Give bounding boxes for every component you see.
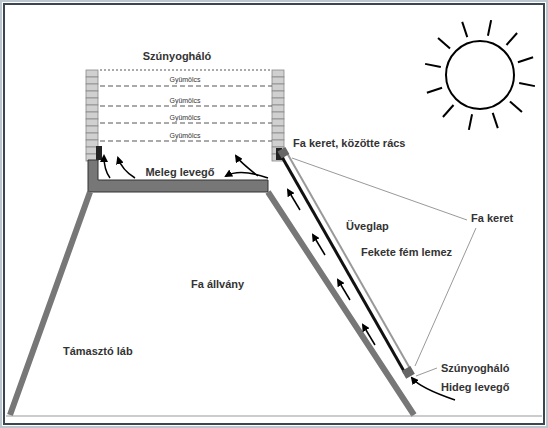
part-label: Fekete fém lemez [360, 246, 453, 258]
sun-ray [462, 22, 467, 37]
part-label: Gyümölcs [168, 76, 201, 84]
part-label: Támasztó láb [62, 345, 134, 357]
part-label: Gyümölcs [168, 132, 201, 140]
sun-ray [427, 88, 442, 93]
wall-slat [86, 77, 98, 84]
wall-slat [272, 140, 284, 147]
part-label: Fa keret [470, 212, 514, 224]
part-label: Szúnyogháló [142, 50, 212, 62]
sun-ray [443, 105, 454, 117]
wall-slat [272, 119, 284, 126]
wall-slat [272, 112, 284, 119]
sun-ray [510, 101, 522, 112]
wall-slat [272, 126, 284, 133]
part-label: Üveglap [345, 220, 390, 232]
sun-ray [438, 38, 450, 49]
sun-ray [506, 33, 517, 45]
part-label: Fa keret, közötte rács [292, 137, 407, 149]
sun-ray [425, 64, 441, 67]
sun-ray [519, 83, 535, 86]
sun-ray [469, 114, 472, 130]
part-label: Gyümölcs [168, 114, 201, 122]
wall-slat [86, 112, 98, 119]
part-label: Gyümölcs [168, 97, 201, 105]
part-label: Meleg levegő [144, 166, 215, 178]
sun-ray [518, 57, 533, 62]
wall-slat [86, 84, 98, 91]
sun-ray [493, 113, 498, 128]
wall-slat [86, 140, 98, 147]
part-label: Fa állvány [190, 278, 245, 290]
wall-slat [272, 91, 284, 98]
wall-slat [86, 119, 98, 126]
wall-slat [86, 126, 98, 133]
wall-slat [272, 70, 284, 77]
wall-slat [272, 133, 284, 140]
wall-slat [86, 70, 98, 77]
wall-slat [86, 98, 98, 105]
wall-slat [272, 84, 284, 91]
wall-slat [86, 133, 98, 140]
wall-slat [272, 98, 284, 105]
part-label: Hideg levegő [440, 381, 510, 393]
sun-ray [488, 20, 491, 36]
wall-slat [86, 91, 98, 98]
wall-slat [272, 105, 284, 112]
part-label: Szúnyogháló [440, 362, 510, 374]
wall-slat [272, 77, 284, 84]
wall-slat [86, 105, 98, 112]
